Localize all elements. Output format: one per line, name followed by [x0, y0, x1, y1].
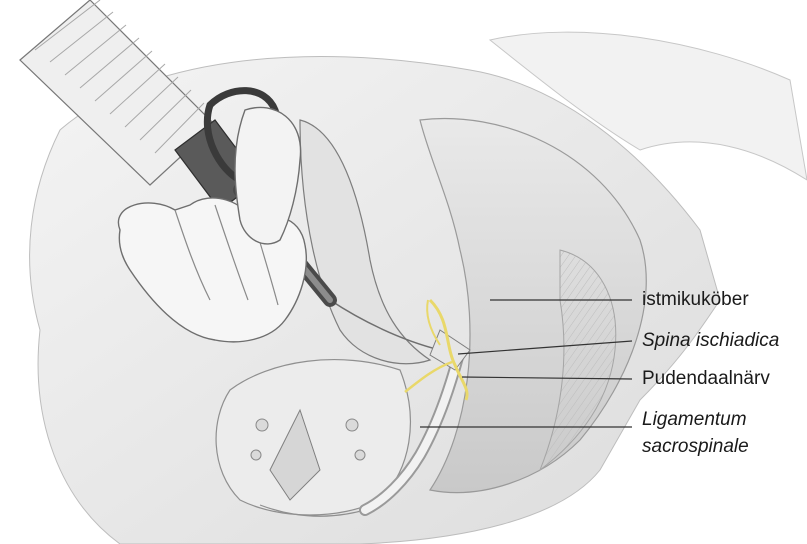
label-ligamentum-line1: Ligamentum: [642, 408, 747, 432]
label-ligamentum-line2: sacrospinale: [642, 435, 749, 459]
label-pudendaalnarv: Pudendaalnärv: [642, 367, 770, 391]
label-istmikukober: istmikuköber: [642, 288, 749, 312]
label-spina-ischiadica: Spina ischiadica: [642, 329, 779, 353]
